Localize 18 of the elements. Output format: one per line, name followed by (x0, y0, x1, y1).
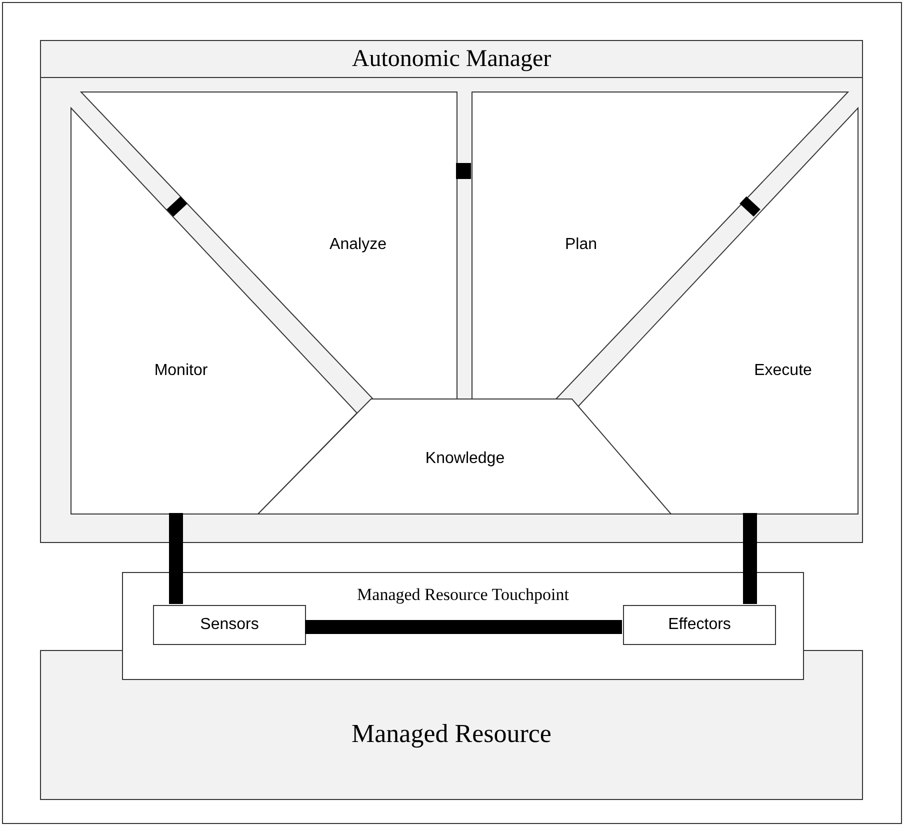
panel-label: Plan (564, 236, 598, 254)
connector-bar (166, 196, 188, 217)
panel-label: Monitor (154, 362, 208, 380)
connector-bar (456, 163, 471, 179)
panel-label: Knowledge (425, 450, 505, 468)
panel-label: Execute (754, 362, 812, 380)
component-box: Effectors (623, 605, 776, 645)
resource-panel: Managed Resource (40, 680, 863, 800)
component-box: Sensors (153, 605, 306, 645)
title-band: Autonomic Manager (41, 41, 862, 78)
connector-bar (169, 513, 183, 604)
touchpoint-box (122, 572, 804, 680)
connector-bar (305, 620, 622, 634)
box-title: Managed Resource Touchpoint (356, 585, 570, 605)
connector-bar (740, 196, 760, 217)
connector-bar (743, 513, 757, 604)
manager-panel (40, 40, 863, 543)
panel-label: Analyze (330, 236, 386, 254)
